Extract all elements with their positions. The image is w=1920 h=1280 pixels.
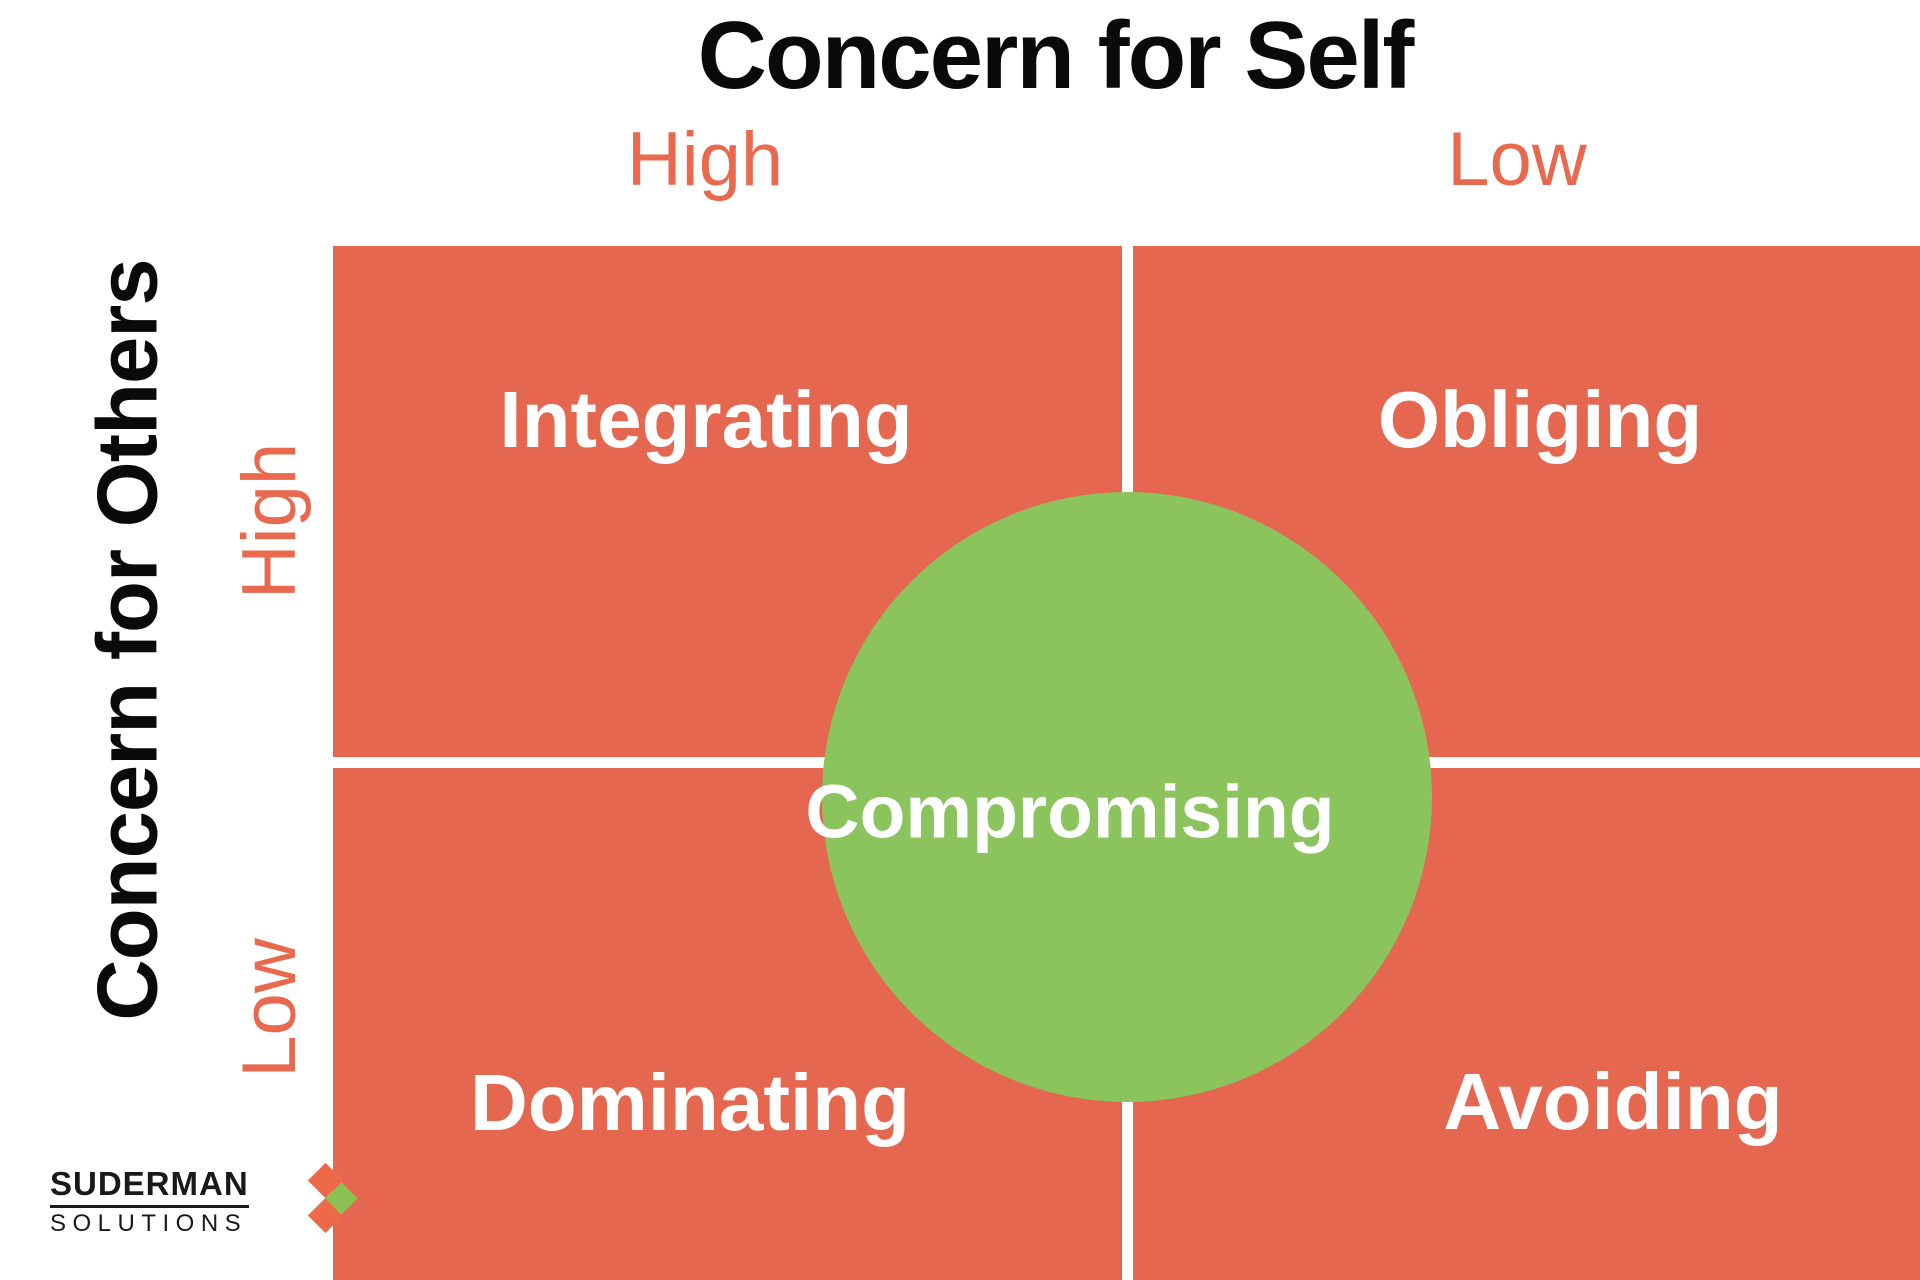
x-axis-low-label: Low <box>1447 117 1587 202</box>
logo-wordmark-line2: SOLUTIONS <box>50 1210 248 1238</box>
y-axis-bottom-label: Low <box>227 938 312 1078</box>
x-axis-title: Concern for Self <box>697 2 1415 109</box>
suderman-solutions-logo: SUDERMAN SOLUTIONS <box>50 1162 358 1238</box>
quadrant-label-obliging: Obliging <box>1377 375 1703 464</box>
diamond-arrow-icon <box>258 1162 358 1242</box>
y-axis-title: Concern for Others <box>80 259 176 1021</box>
logo-wordmark-line1: SUDERMAN <box>50 1165 249 1209</box>
x-axis-high-label: High <box>626 117 784 202</box>
quadrant-label-avoiding: Avoiding <box>1443 1057 1783 1146</box>
y-axis-high-label: High <box>227 442 312 600</box>
quadrant-label-integrating: Integrating <box>499 375 913 464</box>
quadrant-label-dominating: Dominating <box>470 1058 910 1147</box>
compromising-label: Compromising <box>805 769 1335 854</box>
compromising-circle <box>822 492 1432 1102</box>
